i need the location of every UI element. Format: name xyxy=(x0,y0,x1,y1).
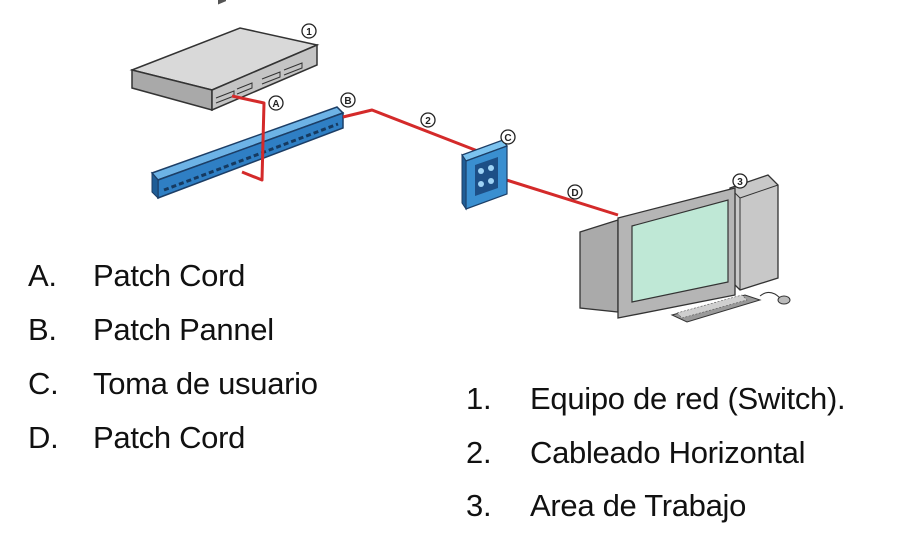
legend-key: 1. xyxy=(466,381,492,416)
callout-b: B xyxy=(340,92,356,108)
legend-label: Toma de usuario xyxy=(93,366,318,401)
legend-label: Area de Trabajo xyxy=(530,488,747,523)
legend-key: 3. xyxy=(466,488,492,523)
patch-cord-a-cable xyxy=(231,94,266,182)
legend-item: 3. Area de Trabajo xyxy=(466,488,746,524)
svg-text:D: D xyxy=(571,188,578,199)
svg-text:A: A xyxy=(272,99,279,110)
callout-a: A xyxy=(268,95,284,111)
legend-item: D. Patch Cord xyxy=(28,420,245,456)
legend-key: B. xyxy=(28,312,57,347)
legend-label: Patch Cord xyxy=(93,420,246,455)
svg-text:B: B xyxy=(344,96,351,107)
legend-item: A. Patch Cord xyxy=(28,258,245,294)
svg-text:C: C xyxy=(504,133,511,144)
patch-panel xyxy=(150,106,345,200)
legend-label: Cableado Horizontal xyxy=(530,435,806,470)
legend-item: B. Patch Pannel xyxy=(28,312,274,348)
legend-label: Patch Cord xyxy=(93,258,246,293)
svg-text:3: 3 xyxy=(737,177,743,188)
callout-3: 3 xyxy=(732,173,748,189)
horizontal-cable xyxy=(342,108,489,157)
callout-2: 2 xyxy=(420,112,436,128)
legend-key: 2. xyxy=(466,435,492,470)
legend-key: D. xyxy=(28,420,59,455)
legend-label: Equipo de red (Switch). xyxy=(530,381,846,416)
legend-key: A. xyxy=(28,258,57,293)
legend-key: C. xyxy=(28,366,59,401)
legend-item: C. Toma de usuario xyxy=(28,366,318,402)
callout-c: C xyxy=(500,129,516,145)
svg-text:2: 2 xyxy=(425,116,431,127)
svg-text:1: 1 xyxy=(306,27,312,38)
patch-cord-d-cable xyxy=(499,176,619,217)
network-switch xyxy=(129,0,320,112)
callout-1: 1 xyxy=(301,23,317,39)
wall-jack xyxy=(461,139,508,211)
switch-ports xyxy=(218,0,226,5)
cables xyxy=(231,94,619,217)
legend-label: Patch Pannel xyxy=(93,312,274,347)
callout-d: D xyxy=(567,184,583,200)
workstation xyxy=(579,174,791,323)
legend-item: 1. Equipo de red (Switch). xyxy=(466,381,846,417)
legend-item: 2. Cableado Horizontal xyxy=(466,435,806,471)
